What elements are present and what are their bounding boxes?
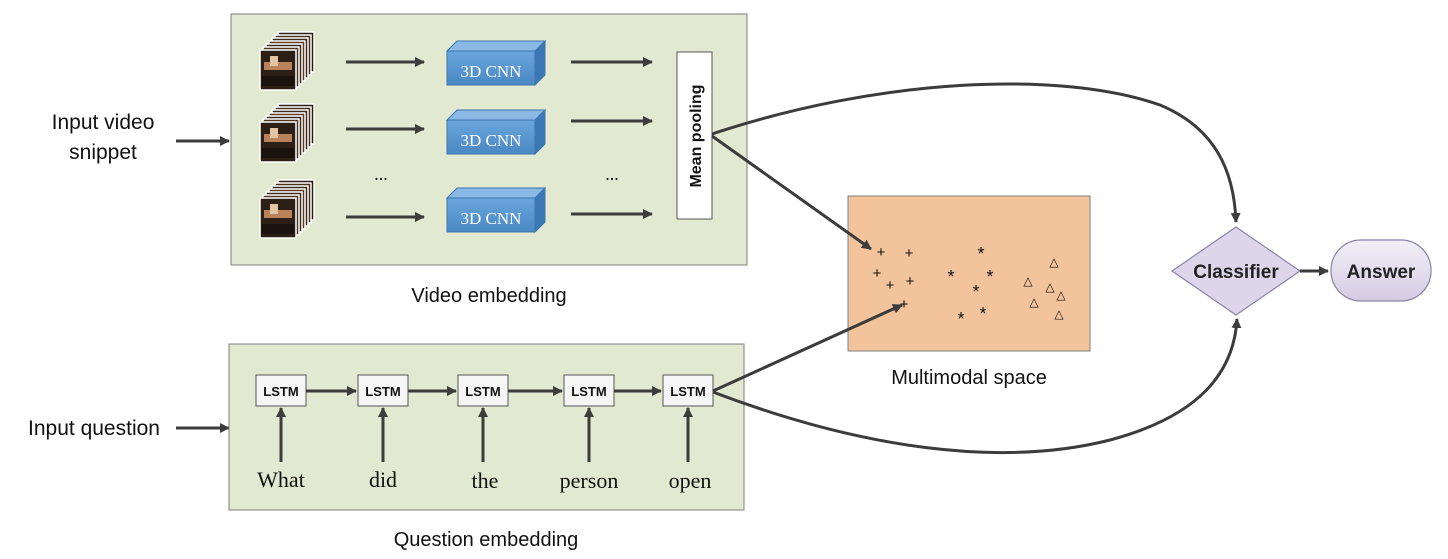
star-point: * <box>986 267 993 287</box>
classifier-diamond <box>1170 226 1302 316</box>
input-video-label-line1: Input video <box>52 111 155 134</box>
lstm-label-2: LSTM <box>365 384 400 399</box>
question-to-classifier-curve <box>712 318 1242 455</box>
triangle-point: △ <box>1049 255 1059 269</box>
cnn-label-1: 3D CNN <box>461 62 522 81</box>
star-point: * <box>977 244 984 264</box>
lstm-label-1: LSTM <box>263 384 298 399</box>
lstm-cell-4 <box>563 374 615 407</box>
ellipsis-right: ... <box>605 164 619 184</box>
lstm-cell-3 <box>457 374 509 407</box>
answer-label: Answer <box>1347 262 1416 283</box>
multimodal-star-points: * * * * * * <box>947 244 993 329</box>
multimodal-points: + + + + + + <box>873 244 915 313</box>
triangle-point: △ <box>1045 280 1055 294</box>
question-word-5: open <box>669 468 712 493</box>
plus-point: + <box>900 296 909 313</box>
triangle-point: △ <box>1054 307 1064 321</box>
answer-box <box>1330 239 1432 302</box>
question-word-4: person <box>560 468 619 493</box>
plus-point: + <box>886 277 895 294</box>
star-point: * <box>979 304 986 324</box>
star-point: * <box>947 267 954 287</box>
classifier-label: Classifier <box>1193 262 1279 283</box>
multimodal-triangle-points: △ △ △ △ △ △ <box>1023 255 1066 321</box>
cnn-label-2: 3D CNN <box>461 131 522 150</box>
lstm-label-5: LSTM <box>670 384 705 399</box>
lstm-to-multimodal-arrow <box>712 303 903 393</box>
star-point: * <box>957 309 964 329</box>
triangle-point: △ <box>1056 288 1066 302</box>
lstm-label-4: LSTM <box>571 384 606 399</box>
triangle-point: △ <box>1029 295 1039 309</box>
mean-pooling-label: Mean pooling <box>688 84 705 187</box>
cnn-label-3: 3D CNN <box>461 209 522 228</box>
question-embedding-caption: Question embedding <box>394 529 579 551</box>
question-word-1: What <box>257 467 305 492</box>
pool-to-multimodal-arrow <box>711 134 872 251</box>
star-point: * <box>972 282 979 302</box>
lstm-cell-5 <box>662 374 714 407</box>
ellipsis-left: ... <box>374 164 388 184</box>
lstm-chain: LSTM LSTM LSTM LSTM LSTM <box>255 374 714 462</box>
input-video-label-line2: snippet <box>69 141 137 164</box>
question-word-3: the <box>472 468 499 493</box>
multimodal-space-caption: Multimodal space <box>891 367 1047 389</box>
plus-point: + <box>906 273 915 290</box>
plus-point: + <box>877 244 886 261</box>
video-embedding-caption: Video embedding <box>411 285 566 307</box>
plus-point: + <box>873 265 882 282</box>
mean-pooling-box <box>676 51 713 220</box>
triangle-point: △ <box>1023 274 1033 288</box>
input-question-label: Input question <box>28 417 160 440</box>
lstm-label-3: LSTM <box>465 384 500 399</box>
question-word-2: did <box>369 467 397 492</box>
multimodal-space-box <box>847 195 1091 352</box>
question-embedding-panel <box>228 343 745 511</box>
video-to-classifier-curve <box>711 82 1241 223</box>
plus-point: + <box>905 245 914 262</box>
